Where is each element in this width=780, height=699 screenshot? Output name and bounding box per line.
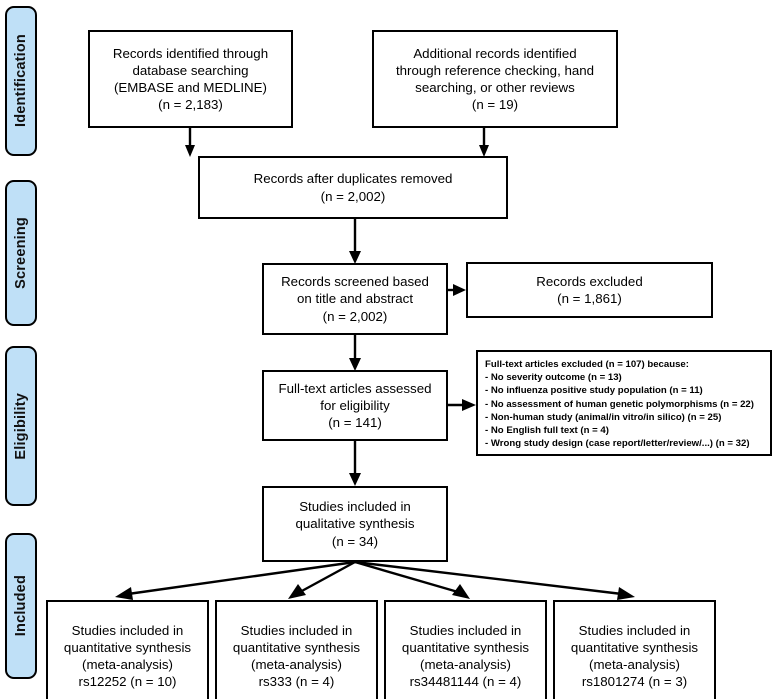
text-line: (n = 2,002) xyxy=(322,308,388,324)
node-fulltext-assessed: Full-text articles assessed for eligibil… xyxy=(262,370,448,441)
text-line: through reference checking, hand xyxy=(395,62,595,78)
text-line: (n = 2,002) xyxy=(320,188,386,204)
text-line: Studies included in xyxy=(299,499,411,515)
node-text: Full-text articles excluded (n = 107) be… xyxy=(478,352,761,455)
text-line: Studies included in xyxy=(240,622,353,638)
text-line: Additional records identified xyxy=(413,45,577,61)
text-line: on title and abstract xyxy=(296,291,414,307)
text-line: (n = 34) xyxy=(331,533,379,549)
node-quantitative-rs34481144: Studies included in quantitative synthes… xyxy=(384,600,547,699)
node-text: Records after duplicates removed (n = 2,… xyxy=(249,168,458,206)
text-line: Studies included in xyxy=(578,622,691,638)
text-line: rs333 (n = 4) xyxy=(258,674,335,690)
arrow-database-to-duplicates xyxy=(185,128,195,157)
text-line: quantitative synthesis xyxy=(63,639,192,655)
exclusion-header: Full-text articles excluded (n = 107) be… xyxy=(485,359,689,370)
text-line: (n = 1,861) xyxy=(557,291,622,306)
node-qualitative-synthesis: Studies included in qualitative synthesi… xyxy=(262,486,448,562)
node-quantitative-rs333: Studies included in quantitative synthes… xyxy=(215,600,378,699)
text-line: Studies included in xyxy=(71,622,184,638)
node-records-after-duplicates-removed: Records after duplicates removed (n = 2,… xyxy=(198,156,508,219)
text-line: rs34481144 (n = 4) xyxy=(409,674,522,690)
text-line: Records after duplicates removed xyxy=(253,171,453,187)
stage-screening: Screening xyxy=(5,180,37,326)
exclusion-reason: - No severity outcome (n = 13) xyxy=(485,372,622,384)
node-records-excluded: Records excluded (n = 1,861) xyxy=(466,262,713,318)
text-line: (meta-analysis) xyxy=(251,657,342,672)
arrow-qualitative-to-rs12252 xyxy=(115,560,356,600)
text-line: Records screened based xyxy=(281,274,429,290)
arrow-screened-to-fulltext xyxy=(349,334,361,371)
node-text: Full-text articles assessed for eligibil… xyxy=(274,378,437,433)
node-records-screened: Records screened based on title and abst… xyxy=(262,263,448,335)
text-line: (meta-analysis) xyxy=(420,657,511,672)
text-line: qualitative synthesis xyxy=(295,516,415,532)
node-quantitative-rs12252: Studies included in quantitative synthes… xyxy=(46,600,209,699)
arrow-qualitative-to-rs34481144 xyxy=(354,560,470,599)
node-text: Records screened based on title and abst… xyxy=(276,271,434,326)
stage-identification: Identification xyxy=(5,6,37,156)
node-text: Studies included in quantitative synthes… xyxy=(59,620,196,692)
text-line: searching, or other reviews xyxy=(415,80,575,95)
arrow-qualitative-to-rs1801274 xyxy=(354,560,635,600)
stage-label-included: Included xyxy=(13,575,29,637)
arrow-additional-to-duplicates xyxy=(479,128,489,157)
node-text: Studies included in quantitative synthes… xyxy=(566,620,703,692)
exclusion-reason: - No English full text (n = 4) xyxy=(485,425,609,437)
arrow-fulltext-to-exclusionlist xyxy=(447,399,476,411)
node-text: Studies included in qualitative synthesi… xyxy=(291,496,420,551)
text-line: Records identified through xyxy=(112,45,269,61)
text-line: rs12252 (n = 10) xyxy=(78,674,177,690)
text-line: rs1801274 (n = 3) xyxy=(581,674,688,690)
node-quantitative-rs1801274: Studies included in quantitative synthes… xyxy=(553,600,716,699)
stage-eligibility: Eligibility xyxy=(5,346,37,506)
node-records-identified-additional: Additional records identified through re… xyxy=(372,30,618,128)
text-line: Full-text articles assessed xyxy=(278,380,432,396)
exclusion-reason: - No assessment of human genetic polymor… xyxy=(485,398,754,410)
text-line: quantitative synthesis xyxy=(232,639,361,655)
exclusion-reason: - No influenza positive study population… xyxy=(485,385,703,397)
text-line: (n = 2,183) xyxy=(158,97,223,113)
exclusion-reason: - Wrong study design (case report/letter… xyxy=(485,438,750,450)
text-line: (meta-analysis) xyxy=(589,657,680,672)
node-records-identified-database: Records identified through database sear… xyxy=(88,30,293,128)
stage-label-screening: Screening xyxy=(13,217,29,289)
text-line: for eligibility xyxy=(320,397,390,413)
stage-label-eligibility: Eligibility xyxy=(13,392,29,460)
text-line: Records excluded xyxy=(536,273,643,289)
arrow-screened-to-excluded xyxy=(447,284,466,296)
node-text: Studies included in quantitative synthes… xyxy=(228,620,365,692)
text-line: Studies included in xyxy=(409,622,522,638)
stage-included: Included xyxy=(5,533,37,679)
text-line: quantitative synthesis xyxy=(570,639,699,655)
arrow-qualitative-to-rs333 xyxy=(288,560,356,599)
node-text: Studies included in quantitative synthes… xyxy=(397,620,534,692)
node-fulltext-excluded-reasons: Full-text articles excluded (n = 107) be… xyxy=(476,350,772,456)
node-text: Records excluded (n = 1,861) xyxy=(531,271,647,309)
node-text: Additional records identified through re… xyxy=(391,43,599,115)
text-line: (EMBASE and MEDLINE) xyxy=(114,80,267,95)
text-line: database searching xyxy=(132,62,249,78)
exclusion-reason: - Non-human study (animal/in vitro/in si… xyxy=(485,411,722,423)
node-text: Records identified through database sear… xyxy=(108,43,273,115)
text-line: (n = 19) xyxy=(471,97,519,113)
arrow-duplicates-to-screened xyxy=(349,218,361,264)
arrow-fulltext-to-qualitative xyxy=(349,440,361,486)
text-line: (meta-analysis) xyxy=(82,657,173,672)
text-line: (n = 141) xyxy=(328,415,382,430)
stage-label-identification: Identification xyxy=(13,34,29,128)
text-line: quantitative synthesis xyxy=(401,639,530,655)
